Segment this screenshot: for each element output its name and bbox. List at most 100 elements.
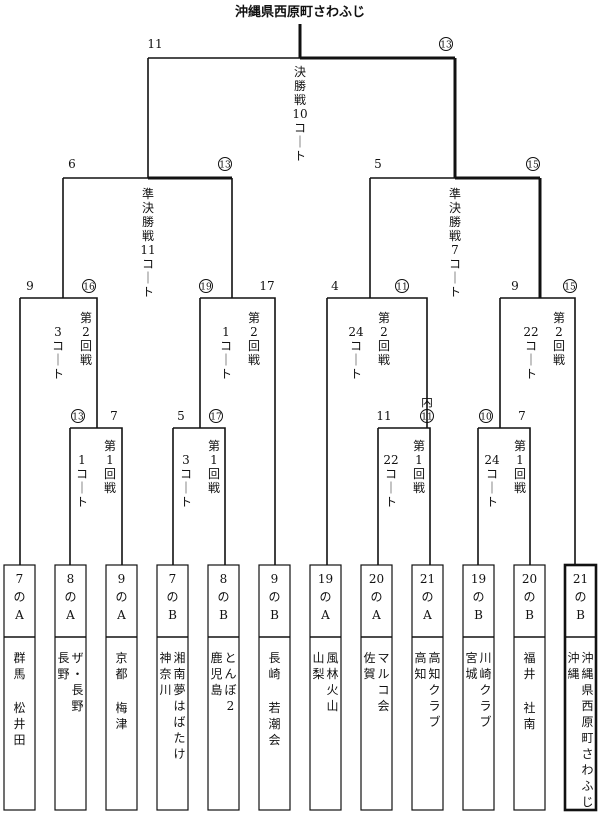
team-club: 梅津	[115, 700, 127, 731]
round1-4-right-score: 7	[518, 409, 526, 423]
team-club: 風林火山	[326, 651, 338, 713]
semis-1-right-score-circle	[218, 157, 232, 171]
round1-2-left-score: 5	[177, 409, 185, 423]
team-club: 沖縄県西原町さわふじ	[581, 651, 593, 809]
round1-4-left-score-circle	[479, 409, 493, 423]
team-box-frame	[207, 564, 240, 811]
team-box-frame	[105, 564, 138, 811]
semis-1-right-score: 13	[219, 161, 231, 171]
round1-3-right-score-circle	[420, 409, 434, 423]
final-right-score-circle	[439, 37, 453, 51]
team-box-frame	[360, 564, 393, 811]
r1a-bracket	[70, 427, 123, 565]
team-prefecture: 宮城	[465, 650, 477, 681]
round2-1-right-score: 16	[83, 283, 95, 293]
semis-2-right-score-circle	[526, 157, 540, 171]
team-club: マルコ会	[377, 651, 389, 713]
round2-1-left-score: 9	[26, 279, 34, 293]
team-club: 松井田	[13, 701, 25, 747]
round2-4-right-score-circle	[563, 279, 577, 293]
team-box-frame	[563, 563, 598, 812]
round1-1-left-score-circle	[71, 409, 85, 423]
round1-3-right-score: 11	[421, 413, 432, 423]
round2-4-left-score: 9	[511, 279, 519, 293]
team-club: 湘南夢はばたけ	[173, 650, 185, 761]
r1c-bracket	[378, 427, 431, 565]
round1-4-left-score: 10	[480, 413, 492, 423]
team-prefecture: 福井	[523, 650, 535, 681]
team-box-frame	[411, 564, 444, 811]
semis-2-left-score: 5	[374, 157, 382, 171]
round2-3-right-score: 11	[396, 283, 407, 293]
r2a-bracket	[20, 297, 98, 428]
team-box-frame	[462, 564, 495, 811]
champion-title: 沖縄県西原町さわふじ	[235, 4, 365, 20]
round1-3-left-score: 11	[376, 409, 391, 423]
team-prefecture: 神奈川	[159, 651, 171, 697]
round2-2-right-score: 17	[259, 279, 274, 293]
team-prefecture: 沖縄	[567, 651, 579, 681]
team-prefecture: 鹿児島	[210, 650, 222, 697]
round1-2-right-score: 17	[210, 413, 222, 423]
team-club: 高知クラブ	[428, 650, 440, 729]
bracket-lines	[19, 24, 576, 565]
team-prefecture: 長崎	[268, 651, 280, 681]
round2-4-right-score: 15	[564, 283, 576, 293]
team-prefecture: 長野	[57, 651, 69, 681]
team-box-frame	[3, 564, 36, 811]
semis-2-right-score: 15	[527, 161, 539, 171]
team-box-frame	[513, 564, 546, 811]
semis-label-1-round: 準決勝戦	[142, 186, 154, 243]
r2d-bracket	[500, 297, 576, 565]
semis-label-2-round: 準決勝戦	[449, 186, 461, 243]
team-prefecture: 高知	[414, 650, 426, 681]
team-club: 社南	[523, 700, 535, 731]
team-box-frame	[258, 564, 291, 811]
r1d-bracket	[478, 427, 531, 565]
team-prefecture: 京都	[115, 651, 127, 681]
semis-1-left-score: 6	[68, 157, 76, 171]
team-club: 川崎クラブ	[479, 651, 491, 729]
round1-1-left-score: 13	[72, 413, 84, 423]
team-prefecture: 山梨	[312, 651, 324, 681]
r1b-bracket	[173, 427, 226, 565]
team-box-frame	[54, 564, 87, 811]
r2b-bracket	[200, 297, 276, 565]
